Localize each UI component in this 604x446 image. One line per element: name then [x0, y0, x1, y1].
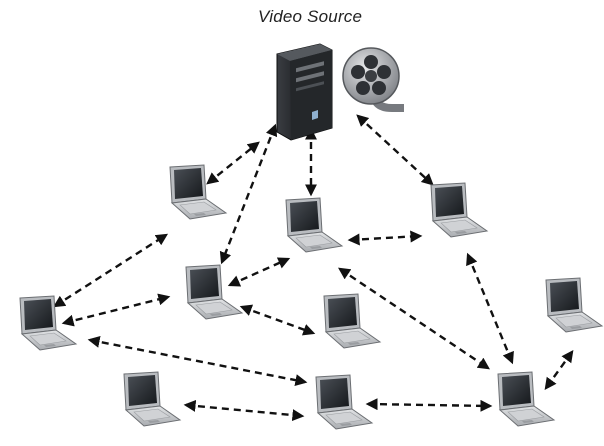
arrow-laptop2-laptop3 — [347, 230, 423, 246]
laptop-icon — [430, 182, 488, 238]
laptop-icon — [315, 374, 373, 430]
arrow-laptop9-laptop10 — [365, 398, 493, 412]
laptop-icon — [545, 277, 603, 333]
arrow-laptop5-laptop1 — [52, 233, 169, 308]
laptop-icon — [497, 371, 555, 427]
arrow-laptop2-laptop10 — [338, 267, 490, 370]
laptop-nodes — [19, 164, 603, 430]
arrow-laptop3-laptop10 — [466, 252, 514, 365]
arrow-reel-laptop3 — [356, 114, 434, 186]
arrow-laptop11-laptop10 — [544, 350, 574, 390]
connection-arrows — [52, 114, 574, 422]
film-reel-icon — [342, 47, 404, 112]
arrow-laptop1-server — [206, 141, 260, 185]
laptop-icon — [323, 293, 381, 349]
laptop-icon — [123, 371, 181, 427]
server-tower-icon — [276, 43, 333, 141]
laptop-icon — [285, 197, 343, 253]
arrow-laptop8-laptop9 — [183, 399, 305, 422]
video-source-title: Video Source — [258, 7, 363, 26]
arrow-laptop5-laptop9 — [87, 335, 308, 387]
arrow-laptop4-laptop6 — [239, 304, 316, 336]
arrow-laptop4-laptop2 — [227, 257, 291, 287]
laptop-icon — [169, 164, 227, 220]
laptop-icon — [185, 264, 243, 320]
arrow-laptop5-laptop4 — [61, 293, 171, 327]
arrow-laptop4-server — [219, 123, 278, 265]
